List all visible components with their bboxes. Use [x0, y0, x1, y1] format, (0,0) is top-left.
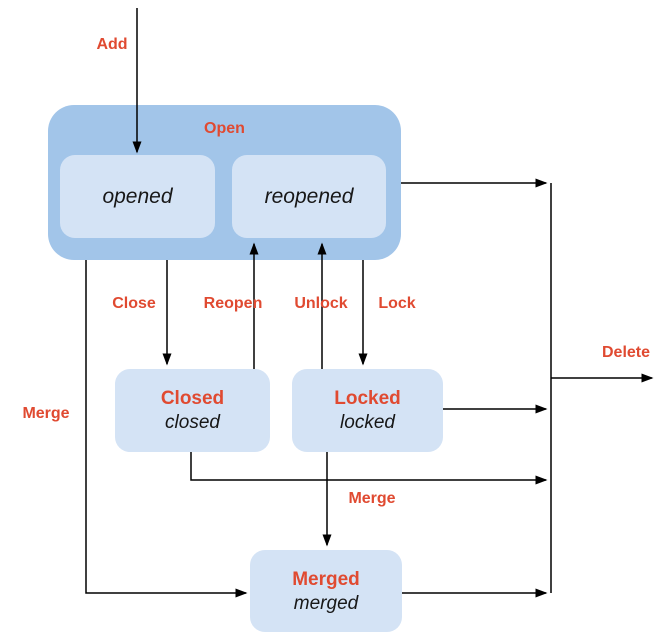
state-opened: opened	[60, 155, 215, 238]
transition-label-delete: Delete	[601, 344, 651, 361]
transition-label-unlock: Unlock	[294, 295, 348, 312]
transition-label-lock: Lock	[378, 295, 416, 312]
transition-label-merge-from-locked: Merge	[348, 490, 396, 507]
state-open-group: Open opened reopened	[48, 105, 401, 260]
state-reopened: reopened	[232, 155, 386, 238]
state-merged-title: Merged	[292, 568, 360, 590]
state-open-label: Open	[204, 120, 245, 137]
state-reopened-label: reopened	[264, 184, 354, 208]
transition-label-merge-from-open: Merge	[22, 405, 70, 422]
state-locked-sublabel: locked	[340, 412, 395, 433]
transition-label-reopen: Reopen	[203, 295, 263, 312]
edge-closed-to-delete-arrow	[190, 452, 548, 485]
state-opened-label: opened	[102, 184, 173, 208]
state-locked-title: Locked	[334, 388, 401, 409]
transition-label-add: Add	[96, 36, 128, 53]
state-closed: Closed closed	[115, 369, 270, 452]
state-closed-title: Closed	[160, 388, 225, 409]
state-merged-sublabel: merged	[293, 592, 359, 614]
transition-label-close: Close	[112, 295, 156, 312]
state-merged: Merged merged	[250, 550, 402, 632]
state-locked: Locked locked	[292, 369, 443, 452]
state-closed-sublabel: closed	[165, 412, 220, 433]
